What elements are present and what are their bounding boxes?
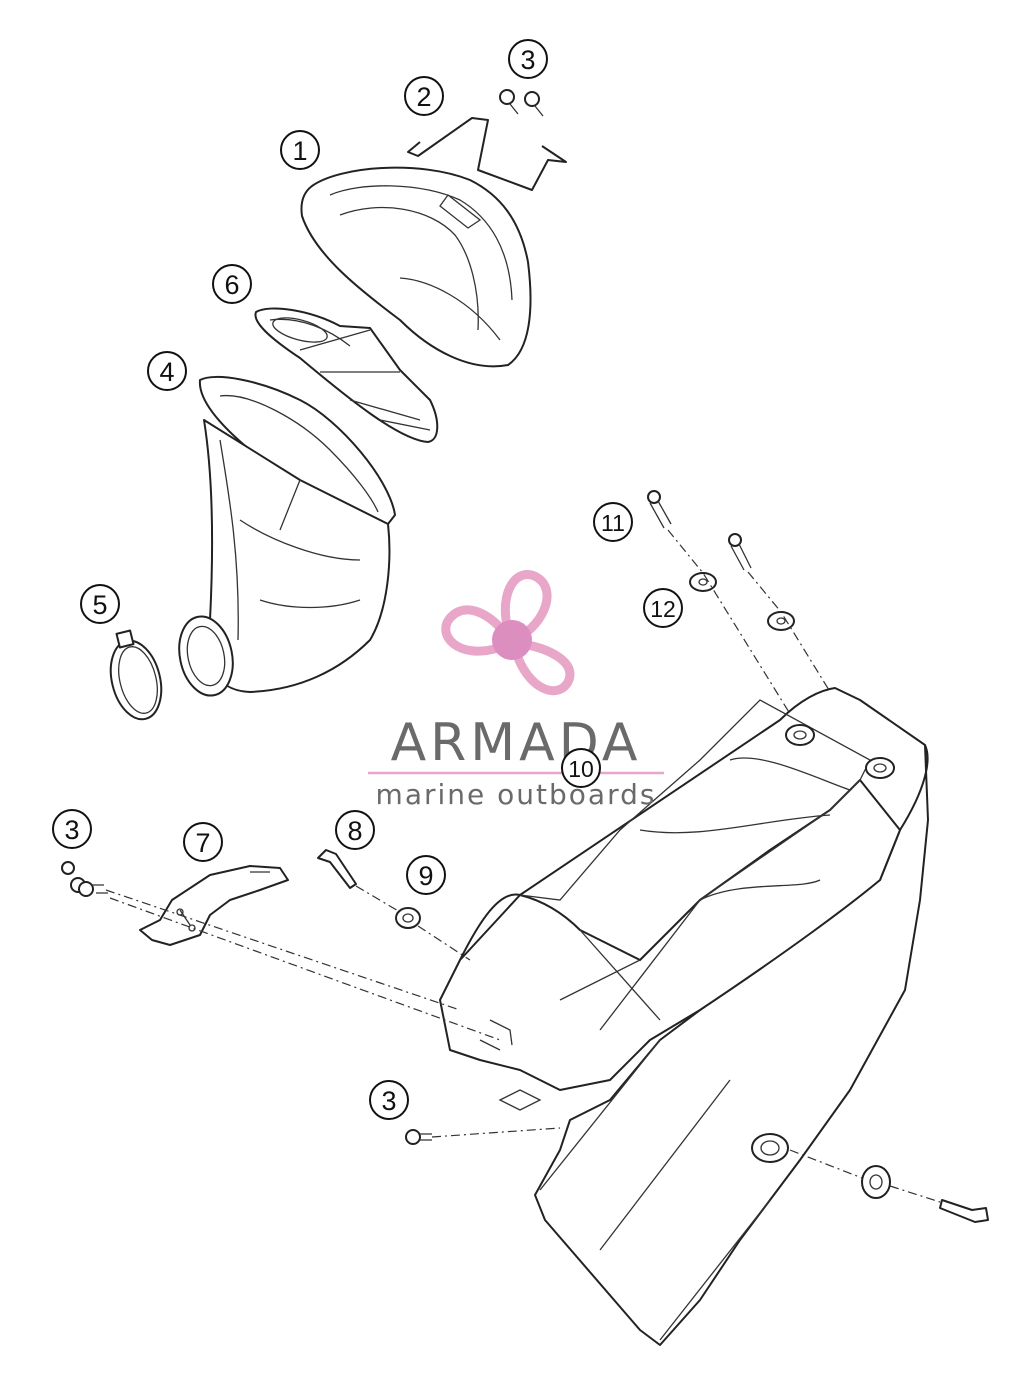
part-airbox-housing [439, 687, 929, 1346]
part-screws-left [61, 861, 501, 1041]
callout-5: 5 [80, 584, 120, 624]
svg-text:5: 5 [92, 590, 107, 620]
part-bracket [139, 865, 289, 946]
part-intake-boot [178, 375, 396, 697]
callout-11: 11 [593, 502, 633, 542]
part-wire-clip [407, 117, 567, 191]
part-grommet-bolt-lower [789, 1149, 989, 1223]
callout-9: 9 [406, 855, 446, 895]
svg-text:10: 10 [568, 756, 594, 782]
watermark-logo [441, 570, 575, 696]
callout-3-left: 3 [52, 809, 92, 849]
svg-text:9: 9 [418, 861, 433, 891]
callout-2: 2 [404, 76, 444, 116]
callout-6: 6 [212, 264, 252, 304]
svg-text:11: 11 [601, 510, 625, 536]
svg-text:3: 3 [520, 45, 535, 75]
svg-text:1: 1 [292, 136, 307, 166]
watermark-brand: ARMADA [391, 713, 642, 773]
part-bolt-grommet [317, 849, 471, 961]
svg-text:2: 2 [416, 82, 431, 112]
svg-text:4: 4 [159, 357, 174, 387]
watermark-tagline: marine outboards [376, 778, 657, 811]
callout-8: 8 [335, 810, 375, 850]
svg-text:6: 6 [224, 270, 239, 300]
part-filter-cage [254, 307, 439, 443]
svg-text:8: 8 [347, 816, 362, 846]
part-airbox-cover [300, 166, 532, 368]
svg-text:3: 3 [381, 1086, 396, 1116]
callout-10: 10 [561, 748, 601, 788]
callout-12: 12 [643, 588, 683, 628]
propeller-icon [441, 570, 575, 696]
part-hose-clamp [109, 629, 163, 721]
part-bolts-washers [647, 490, 873, 761]
callout-3-top: 3 [508, 39, 548, 79]
svg-text:7: 7 [195, 828, 210, 858]
callout-3-bottom: 3 [369, 1080, 409, 1120]
callout-1: 1 [280, 130, 320, 170]
part-screws-top [499, 89, 544, 117]
part-screw-bottom [405, 1127, 561, 1145]
svg-text:12: 12 [650, 596, 676, 622]
svg-text:3: 3 [64, 815, 79, 845]
callout-4: 4 [147, 351, 187, 391]
callout-7: 7 [183, 822, 223, 862]
